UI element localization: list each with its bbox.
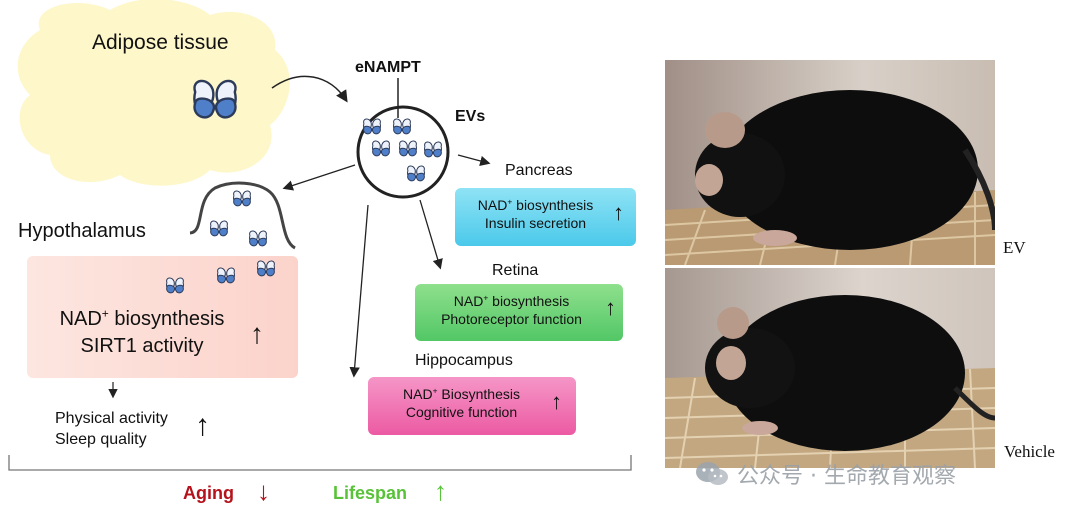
retina-up-arrow: ↑	[605, 295, 616, 320]
pancreas-label: Pancreas	[505, 162, 573, 179]
hippocampus-box: NAD+ Biosynthesis Cognitive function ↑	[368, 377, 576, 435]
arrow-to-hypothalamus	[282, 164, 356, 191]
lifespan-label: Lifespan	[333, 483, 408, 503]
retina-label: Retina	[492, 262, 539, 279]
watermark: 公众号 · 生命教育观察	[695, 458, 956, 490]
photo-label-ev: EV	[1003, 238, 1026, 257]
hypothalamus-dome	[189, 181, 296, 250]
evs-label: EVs	[455, 108, 486, 125]
retina-box-text: NAD+ biosynthesis Photoreceptor function	[441, 292, 582, 327]
mouse-photo-ev	[665, 60, 995, 265]
hypothalamus-box-text: NAD+ biosynthesis SIRT1 activity	[59, 306, 225, 357]
adipose-tissue-label: Adipose tissue	[92, 31, 229, 54]
wechat-icon	[696, 462, 728, 485]
aging-label: Aging	[183, 483, 234, 503]
outcomes-text: Physical activity Sleep quality	[55, 410, 168, 448]
pancreas-box-text: NAD+ biosynthesis Insulin secretion	[477, 196, 594, 231]
pancreas-up-arrow: ↑	[613, 200, 624, 225]
aging-down-arrow: ↓	[257, 476, 270, 506]
pancreas-box: NAD+ biosynthesis Insulin secretion ↑	[455, 188, 636, 246]
hypothalamus-box-proteins	[166, 260, 275, 294]
photo-label-vehicle: Vehicle	[1004, 442, 1055, 461]
watermark-text: 公众号 · 生命教育观察	[737, 464, 956, 489]
nad-label: NAD	[59, 308, 102, 330]
lifespan-up-arrow: ↑	[434, 476, 447, 506]
retina-box: NAD+ biosynthesis Photoreceptor function…	[415, 284, 623, 341]
hippocampus-box-text: NAD+ Biosynthesis Cognitive function	[403, 385, 520, 420]
arrow-adipose-to-ev	[271, 75, 348, 103]
hypothalamus-label: Hypothalamus	[18, 220, 146, 242]
hippocampus-label: Hippocampus	[415, 352, 513, 369]
hypothalamus-up-arrow: ↑	[250, 318, 264, 349]
arrow-to-retina	[419, 199, 443, 270]
arrow-to-pancreas	[457, 154, 491, 167]
hippocampus-up-arrow: ↑	[551, 389, 562, 414]
mouse-photo-vehicle	[665, 268, 995, 468]
diagram-graphics	[8, 0, 632, 471]
hypothalamus-box	[27, 256, 298, 378]
enampt-label: eNAMPT	[355, 59, 421, 76]
adipose-cloud	[17, 0, 290, 186]
mouse-photo-vehicle-image	[665, 268, 995, 468]
arrow-to-lifespan	[349, 204, 369, 378]
mouse-photo-ev-image	[665, 60, 995, 265]
bottom-bracket	[8, 455, 632, 471]
outcomes-up-arrow: ↑	[195, 409, 210, 442]
